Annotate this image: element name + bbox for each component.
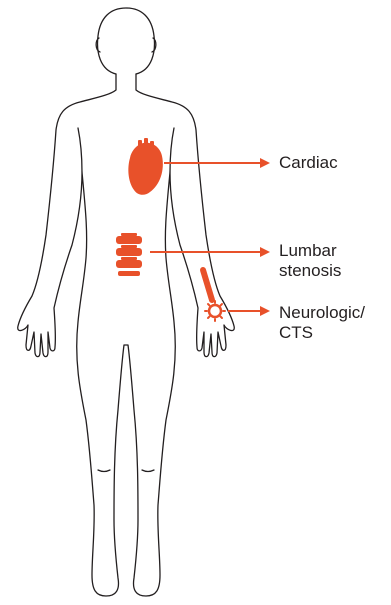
lumbar-arrowhead — [260, 247, 270, 257]
cardiac-label: Cardiac — [279, 153, 338, 173]
lumbar-label: Lumbar stenosis — [279, 241, 341, 281]
lumbar-label-line-1: Lumbar — [279, 241, 341, 261]
human-body-outline — [18, 8, 235, 596]
neuro-label-line-1: Neurologic/ — [279, 303, 365, 323]
heart-icon — [128, 138, 163, 195]
lumbar-label-line-2: stenosis — [279, 261, 341, 281]
neuro-label: Neurologic/ CTS — [279, 303, 365, 343]
spine-icon — [116, 233, 142, 276]
neuro-arrowhead — [260, 306, 270, 316]
neuro-label-line-2: CTS — [279, 323, 365, 343]
cardiac-label-line-1: Cardiac — [279, 153, 338, 173]
cardiac-arrowhead — [260, 158, 270, 168]
